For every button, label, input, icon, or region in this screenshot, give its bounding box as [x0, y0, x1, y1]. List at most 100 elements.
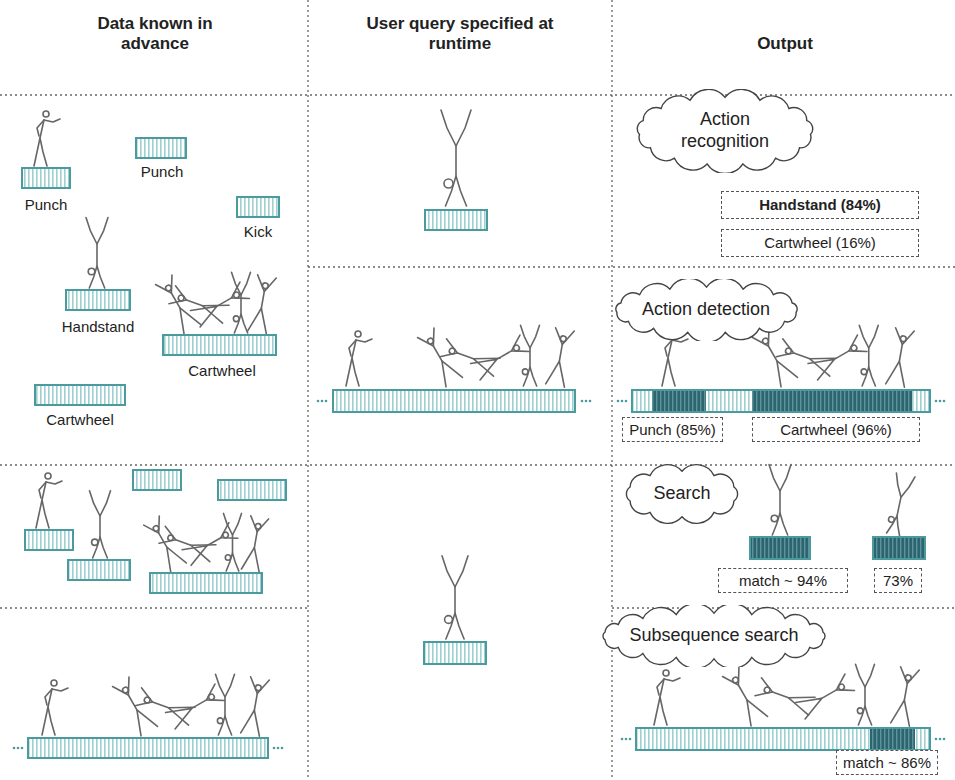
task-name: Subsequence search: [629, 625, 798, 647]
sequence-bar: [636, 728, 930, 750]
stick-figure: [159, 526, 216, 561]
task-cloud: Subsequence search: [595, 605, 833, 667]
stick-figure: [144, 516, 187, 572]
stick-figure: [654, 670, 680, 725]
result-text: Cartwheel (96%): [780, 421, 892, 439]
continuation-dots: [273, 747, 284, 750]
label-slot: Punch: [117, 163, 207, 181]
continuation-dots: [317, 400, 328, 403]
sequence-bar: [425, 210, 487, 230]
row-divider: [0, 94, 955, 95]
stick-figure: [808, 335, 867, 380]
stick-figure: [776, 339, 836, 376]
row-divider: [308, 266, 955, 267]
sequence-bar: [163, 335, 276, 355]
sequence-bar: [28, 738, 268, 758]
stick-figure: [232, 272, 251, 333]
action-label: Handstand: [62, 318, 135, 336]
sequence-bar: [133, 470, 181, 490]
action-label: Cartwheel: [188, 362, 256, 380]
cloud-shape: [603, 605, 825, 667]
label-slot: Handstand: [43, 318, 153, 336]
label-slot: Cartwheel: [25, 411, 135, 429]
stick-figure: [884, 473, 915, 536]
result-text: Punch (85%): [629, 421, 716, 439]
stick-figure: [796, 674, 855, 719]
label-slot: Data known in advance: [85, 14, 225, 55]
result-box: Cartwheel (16%): [721, 229, 919, 257]
column-header: User query specified at runtime: [350, 14, 570, 55]
action-label: Kick: [244, 223, 272, 241]
result-box: match ~ 86%: [836, 750, 938, 775]
column-divider: [307, 0, 308, 780]
column-divider: [611, 0, 612, 780]
sequence-bar: [632, 390, 930, 412]
stick-figure: [135, 688, 195, 725]
stick-figure: [34, 111, 60, 166]
label-slot: User query specified at runtime: [350, 14, 570, 55]
stick-figure: [156, 275, 201, 334]
task-cloud: Search: [619, 463, 745, 525]
task-name: Action recognition: [665, 109, 785, 152]
action-label: Punch: [141, 163, 184, 181]
sequence-bar: [25, 530, 73, 550]
stick-figure: [723, 667, 768, 726]
cloud-shape: [626, 465, 737, 524]
task-name: Action detection: [642, 299, 770, 321]
result-text: match ~ 94%: [739, 572, 827, 590]
result-text: match ~ 86%: [843, 754, 931, 772]
stick-figure: [42, 680, 68, 735]
result-box: 73%: [874, 568, 922, 593]
stick-figure: [248, 275, 277, 334]
result-box: Cartwheel (96%): [752, 417, 920, 442]
label-slot: Cartwheel: [167, 362, 277, 380]
sequence-bar: [750, 537, 810, 559]
continuation-dots: [581, 400, 592, 403]
stick-figure: [166, 684, 225, 729]
task-cloud: Action detection: [608, 279, 805, 341]
label-slot: Punch: [1, 196, 91, 214]
stick-figure: [442, 556, 468, 639]
stick-figure: [241, 677, 270, 736]
sequence-bar: [424, 642, 486, 664]
column-header: Data known in advance: [85, 14, 225, 55]
result-box: Punch (85%): [622, 417, 723, 442]
continuation-dots: [935, 738, 946, 741]
sequence-bar: [873, 537, 925, 559]
continuation-dots: [935, 400, 946, 403]
result-box: Handstand (84%): [721, 191, 919, 219]
stick-figure: [471, 335, 530, 380]
result-text: 73%: [883, 572, 913, 590]
column-header: Output: [757, 34, 813, 54]
label-slot: Output: [685, 34, 885, 54]
continuation-dots: [617, 400, 628, 403]
result-text: Cartwheel (16%): [764, 234, 876, 252]
stick-figure: [36, 473, 62, 528]
sequence-bar: [150, 573, 262, 593]
continuation-dots: [13, 747, 24, 750]
row-divider: [0, 464, 955, 465]
stick-figure: [755, 678, 815, 715]
task-name: Search: [653, 483, 710, 505]
stick-figure: [216, 674, 235, 735]
stick-figure: [440, 339, 500, 376]
stick-figure: [753, 328, 798, 387]
cloud-shape: [637, 89, 812, 173]
stick-figure: [241, 516, 268, 572]
sequence-bar: [218, 480, 286, 500]
stick-figure: [859, 325, 878, 386]
stick-figure: [886, 328, 915, 387]
stick-figure: [86, 218, 108, 288]
task-cloud: Action recognition: [631, 89, 819, 173]
action-label: Punch: [25, 196, 68, 214]
stick-figure: [546, 328, 575, 387]
result-box: match ~ 94%: [718, 568, 848, 593]
sequence-bar: [68, 560, 130, 580]
stick-figure: [856, 664, 875, 725]
stick-figure: [113, 677, 158, 736]
sequence-bar: [22, 168, 70, 188]
cloud-shape: [615, 279, 796, 341]
result-text: Handstand (84%): [759, 196, 881, 214]
continuation-dots: [621, 738, 632, 741]
